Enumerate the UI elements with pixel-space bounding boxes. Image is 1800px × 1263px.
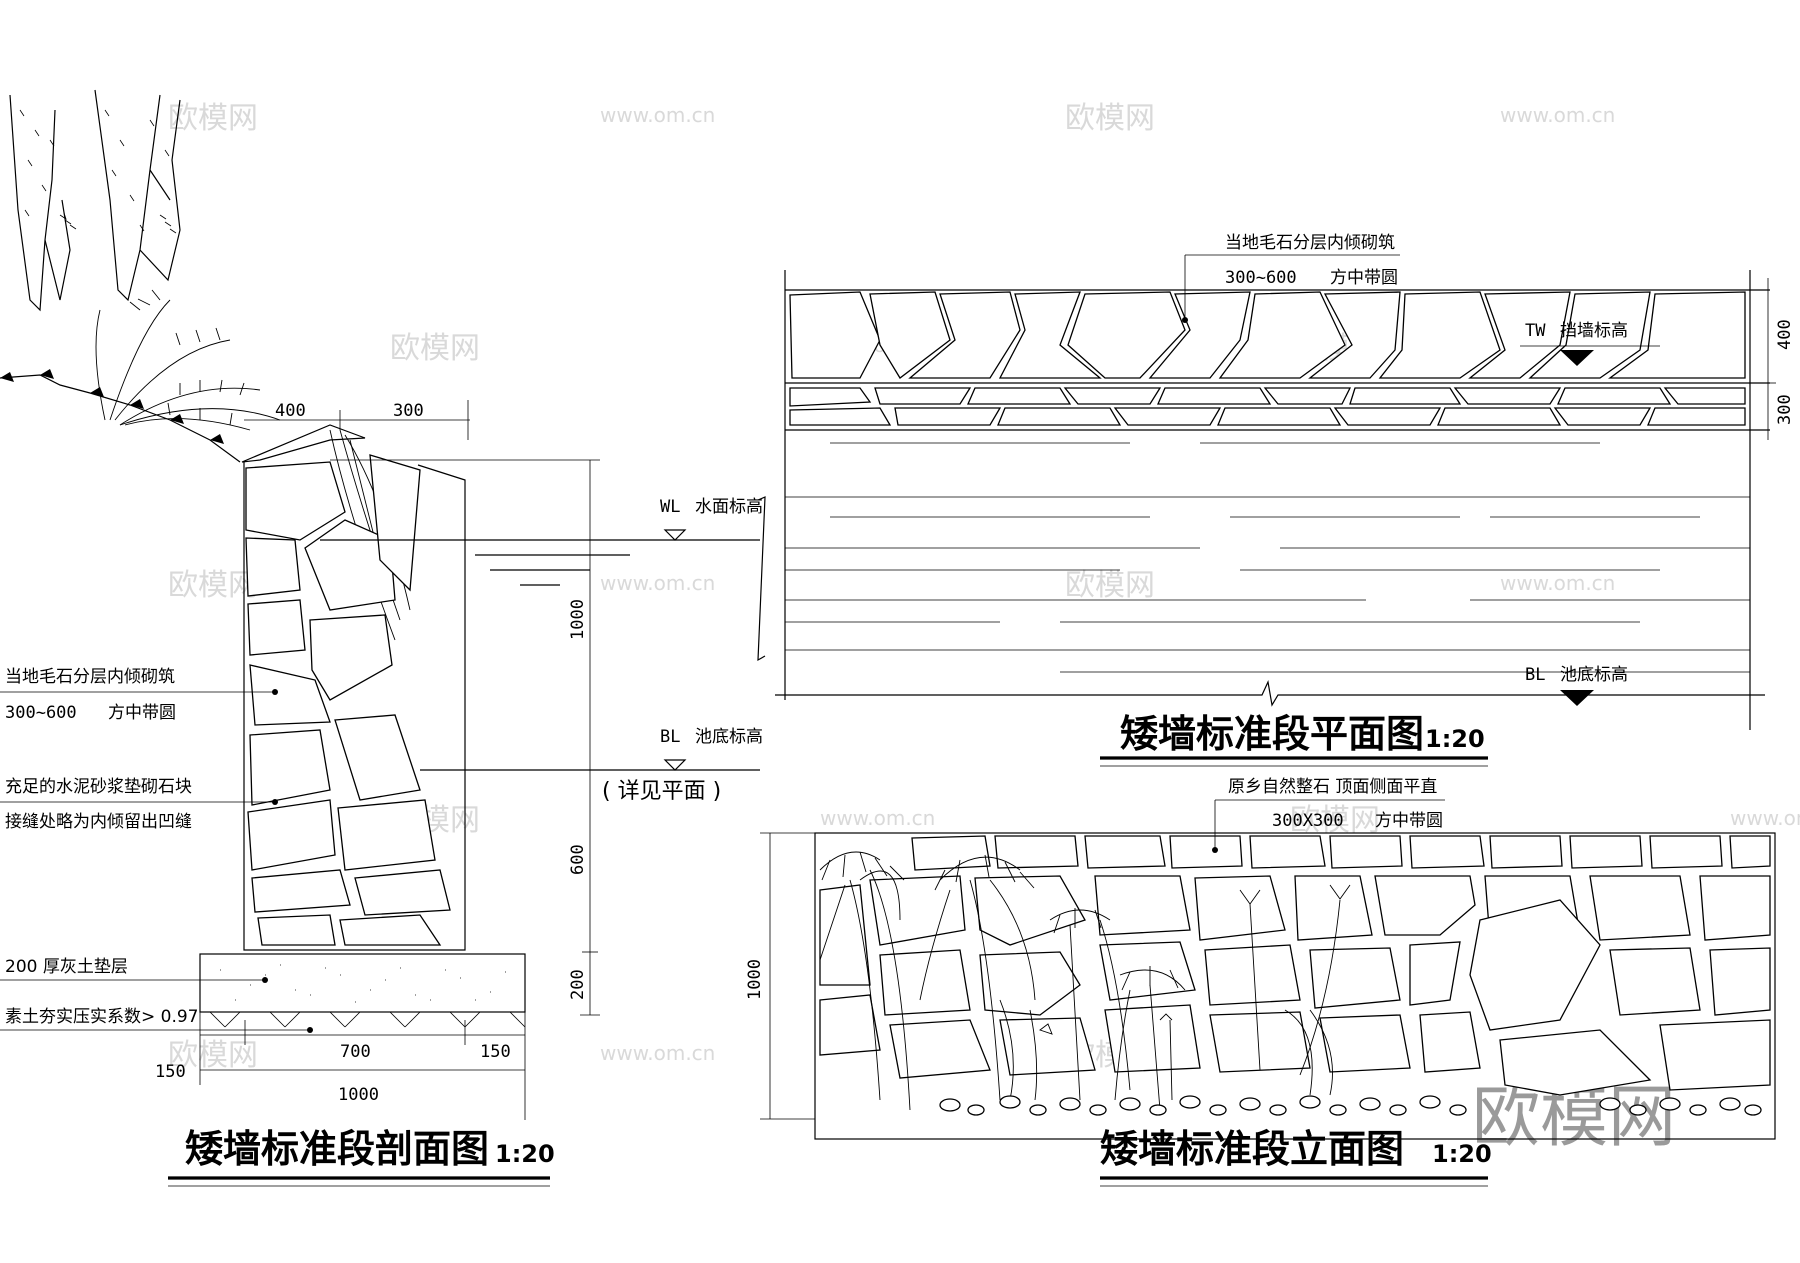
note-mortar-line1: 充足的水泥砂浆垫砌石块 <box>5 777 192 797</box>
plan-note-line1: 当地毛石分层内倾砌筑 <box>1225 233 1395 253</box>
plan-tw-code: TW <box>1525 321 1546 341</box>
plan-title: 矮墙标准段平面图 <box>1120 712 1424 756</box>
elev-dim-height: 1000 <box>745 959 765 1000</box>
section-wall-stones <box>245 454 451 946</box>
watermark-brand: 欧模网 <box>390 331 480 366</box>
plan-bl-code: BL <box>1525 665 1545 685</box>
watermark-url: www.om.cn <box>820 806 935 830</box>
section-drawing: 400 300 1000 600 200 150 700 150 1000 当地… <box>0 89 763 1187</box>
plan-scale: 1:20 <box>1425 725 1485 753</box>
dim-base-total: 1000 <box>338 1085 379 1105</box>
elevation-water-plants <box>819 851 1351 1111</box>
plan-dim-bottom: 300 <box>1775 394 1795 425</box>
plan-bl-label: 池底标高 <box>1560 665 1628 685</box>
elevation-stones <box>819 835 1771 1096</box>
plan-drawing: 当地毛石分层内倾砌筑 300~600 方中带圆 TW 挡墙标高 BL 池底标高 … <box>757 233 1795 767</box>
dim-base-right: 150 <box>480 1042 511 1062</box>
plan-coping-stones <box>789 387 1746 426</box>
note-mortar-line2: 接缝处略为内倾留出凹缝 <box>5 812 192 832</box>
footing-stipple <box>220 964 506 1003</box>
watermark-brand: 欧模网 <box>1065 568 1155 603</box>
subgrade-hatch <box>200 1011 526 1028</box>
note-subgrade: 素土夯实压实系数> 0.97 <box>5 1007 199 1027</box>
elev-note-line1: 原乡自然整石 顶面侧面平直 <box>1228 777 1437 797</box>
section-leaders <box>0 689 313 1033</box>
dim-base-middle: 700 <box>340 1042 371 1062</box>
bl-level-marker <box>1560 690 1594 706</box>
watermark-url: www.om.cn <box>600 103 715 127</box>
wl-label: 水面标高 <box>695 497 763 517</box>
dim-top-right: 300 <box>393 401 424 421</box>
wl-code: WL <box>660 497 680 517</box>
elevation-drawing: 1000 <box>745 777 1776 1187</box>
section-scale: 1:20 <box>495 1140 555 1168</box>
watermark-brand: 欧模网 <box>1065 101 1155 136</box>
elev-note-size: 300X300 <box>1272 811 1344 831</box>
footing-concrete <box>199 953 526 1013</box>
bl-label: 池底标高 <box>695 727 763 747</box>
dim-height-upper: 1000 <box>568 599 588 640</box>
plan-note-shape: 方中带圆 <box>1330 268 1398 288</box>
watermark-url: www.om.cn <box>1500 103 1615 127</box>
section-title: 矮墙标准段剖面图 <box>185 1127 489 1171</box>
ground-line <box>0 369 241 463</box>
elevation-scale: 1:20 <box>1432 1140 1492 1168</box>
watermark-url: www.om.cn <box>1500 571 1615 595</box>
watermark-brand: 欧模网 <box>168 1038 258 1073</box>
note-masonry-shape: 方中带圆 <box>108 703 176 723</box>
plan-tw-label: 挡墙标高 <box>1560 321 1628 341</box>
plan-dim-top: 400 <box>1775 319 1795 350</box>
dim-top-left: 400 <box>275 401 306 421</box>
dim-footing-height: 200 <box>568 969 588 1000</box>
bl-code: BL <box>660 727 680 747</box>
tree-illustration <box>9 89 181 312</box>
watermark-url: www.om.cn <box>600 571 715 595</box>
section-dimensions <box>199 400 600 1120</box>
watermark-layer: 欧模网 www.om.cn 欧模网 www.om.cn 欧模网 www.om.c… <box>168 101 1800 1157</box>
plan-note-size: 300~600 <box>1225 268 1297 288</box>
watermark-url: www.om.cn <box>600 1041 715 1065</box>
plan-cap-stones <box>789 291 1746 379</box>
tw-level-marker <box>1560 350 1594 366</box>
elevation-title: 矮墙标准段立面图 <box>1100 1127 1404 1171</box>
elev-note-shape: 方中带圆 <box>1375 811 1443 831</box>
dim-height-lower: 600 <box>568 844 588 875</box>
plan-water-lines <box>785 442 1750 673</box>
note-masonry-line1: 当地毛石分层内倾砌筑 <box>5 667 175 687</box>
note-masonry-size: 300~600 <box>5 703 77 723</box>
dim-base-left: 150 <box>155 1062 186 1082</box>
elevation-pebbles <box>939 1095 1762 1116</box>
watermark-brand: 欧模网 <box>168 568 258 603</box>
watermark-url: www.om.cn <box>1730 806 1800 830</box>
note-footing-layer: 200 厚灰土垫层 <box>5 957 128 977</box>
watermark-brand: 欧模网 <box>168 101 258 136</box>
see-plan-note: ( 详见平面 ) <box>602 779 721 804</box>
watermark-brand: 欧模网 <box>1290 803 1380 838</box>
